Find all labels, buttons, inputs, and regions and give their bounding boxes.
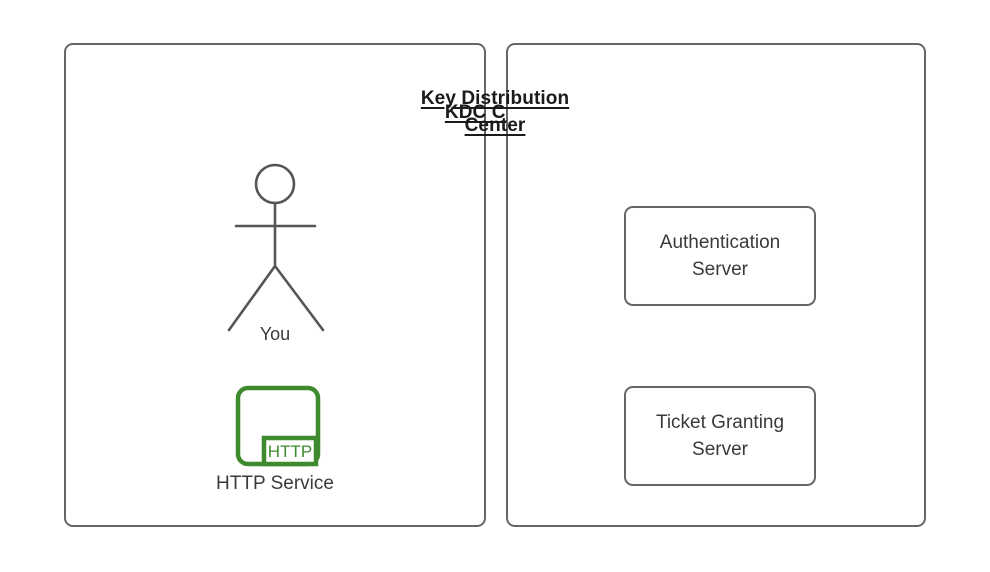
actor-label-you: You bbox=[259, 324, 291, 344]
node-ticket-granting-server[interactable]: Ticket Granting Server bbox=[624, 386, 816, 486]
panel-key-distribution-center-title: Key Distribution Center bbox=[0, 85, 990, 139]
stick-figure-icon bbox=[227, 163, 325, 332]
http-globe-box-icon: HTTP bbox=[235, 385, 321, 467]
node-authentication-server[interactable]: Authentication Server bbox=[624, 206, 816, 306]
authentication-server-line2: Server bbox=[692, 259, 748, 280]
http-service-label: HTTP Service bbox=[216, 473, 334, 494]
ticket-granting-server-line2: Server bbox=[692, 439, 748, 460]
panel-kdc-title-line2: Center bbox=[464, 115, 526, 136]
authentication-server-line1: Authentication bbox=[659, 232, 781, 253]
actor-stick-figure[interactable] bbox=[218, 158, 332, 338]
panel-kdc-title-line1: Key Distribution bbox=[420, 88, 570, 109]
http-service-icon[interactable]: HTTP bbox=[232, 382, 322, 468]
ticket-granting-server-line1: Ticket Granting bbox=[655, 412, 785, 433]
http-badge-text: HTTP bbox=[268, 442, 312, 461]
